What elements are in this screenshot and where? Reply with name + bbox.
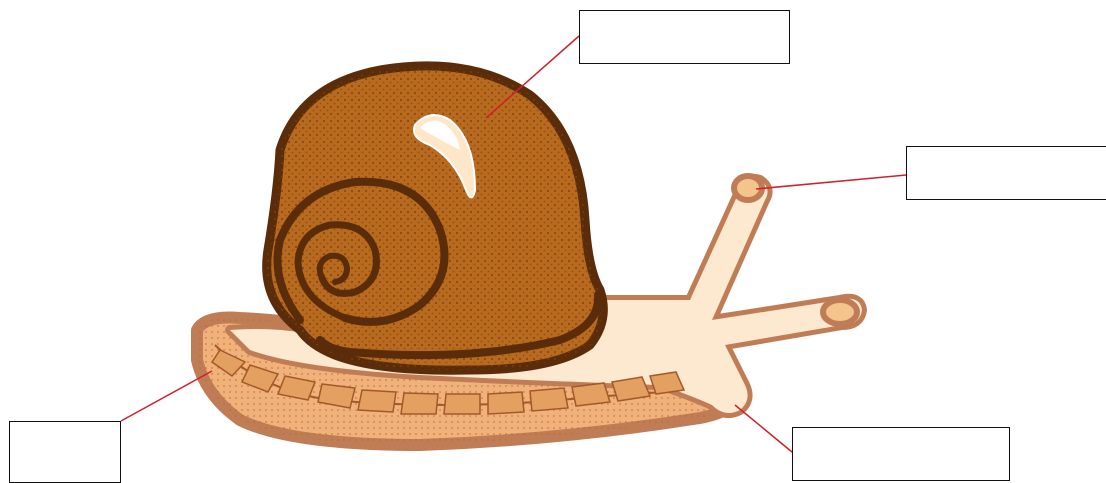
leader-line-eye	[756, 175, 906, 189]
snail-shell	[267, 66, 604, 370]
leader-line-foot	[121, 371, 212, 421]
label-box-foot[interactable]	[9, 421, 121, 483]
label-box-eye[interactable]	[906, 146, 1106, 200]
leader-line-mouth	[735, 405, 792, 452]
label-box-shell[interactable]	[579, 10, 790, 64]
label-box-mouth[interactable]	[792, 427, 1010, 481]
